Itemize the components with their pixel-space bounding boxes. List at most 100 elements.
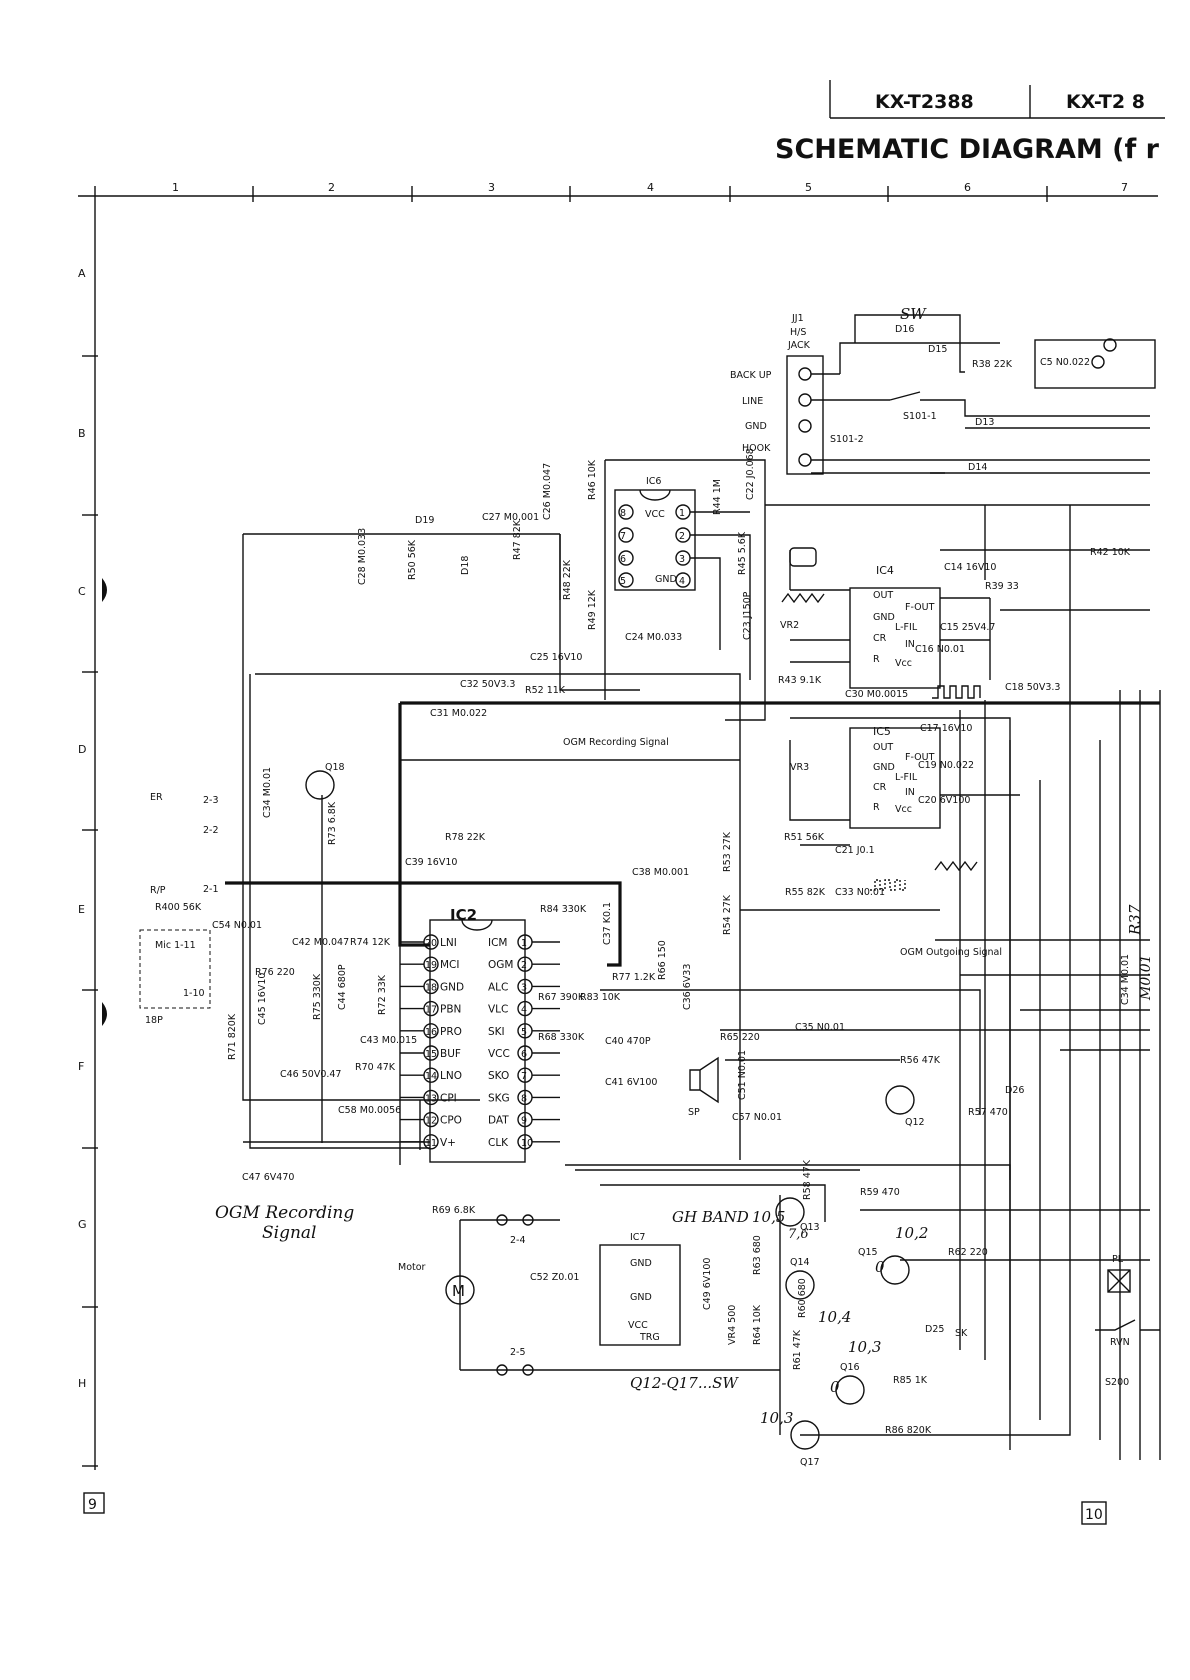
q12-label: Q12 — [905, 1117, 925, 1128]
mic-connector-box — [139, 929, 211, 1009]
c39-label: C39 16V10 — [405, 857, 457, 868]
mic-plug-label: 18P — [145, 1015, 163, 1026]
c34-label: C34 M0.01 — [1120, 954, 1131, 1005]
handwritten-q12-q17-sw: Q12-Q17...SW — [630, 1374, 739, 1392]
q17-label: Q17 — [800, 1457, 820, 1468]
r46-label: R46 10K — [587, 459, 598, 500]
r84-label: R78 22K — [445, 832, 486, 843]
handwritten-zero-q15: 0 — [875, 1258, 885, 1276]
r53-label: R53 27K — [722, 831, 733, 872]
page-number-right-box — [1081, 1501, 1107, 1525]
r78-label: R70 47K — [355, 1062, 396, 1073]
ic7-pin-trg: TRG — [639, 1332, 660, 1343]
col-label-3: 3 — [488, 181, 495, 194]
speaker-symbol — [689, 1056, 719, 1104]
jack-name-1: H/S — [790, 327, 806, 338]
q16-label: Q16 — [840, 1362, 860, 1373]
col-label-4: 4 — [647, 181, 654, 194]
c20-label: C18 50V3.3 — [1005, 682, 1060, 693]
r66-label: R64 10K — [752, 1304, 763, 1345]
grid-frame: 1 2 3 4 5 6 7 A B C D E F G H 9 10 — [78, 181, 1158, 1525]
r49-label: R49 12K — [587, 589, 598, 630]
r45-label: R45 5.6K — [737, 531, 748, 575]
ic4-pin-in: IN — [905, 639, 915, 650]
handwritten-signal: Signal — [262, 1223, 317, 1243]
q12-symbol — [885, 1085, 915, 1115]
page-number-left: 9 — [88, 1497, 97, 1513]
ic7-name: IC7 — [630, 1232, 645, 1243]
ic2-left-pin-number: 14 — [425, 1071, 437, 1082]
r58-label: R58 47K — [802, 1159, 813, 1200]
r72-label: R73 6.8K — [327, 801, 338, 845]
model-number-left: KX-T2388 — [875, 91, 974, 113]
col-label-2: 2 — [328, 181, 335, 194]
ic2-left-pin-label: PRO — [440, 1026, 462, 1038]
ic2-right-pin-number: 2 — [521, 960, 527, 971]
c28-label: C27 M0.001 — [482, 512, 539, 523]
binder-hole-top — [102, 578, 107, 602]
q18-label: Q18 — [325, 762, 345, 773]
r44-label: R44 1M — [712, 479, 723, 515]
ic4: IC4 OUT GND CR R F-OUT L-FIL IN Vcc R39 … — [778, 547, 1131, 700]
handwritten-voltage-q15: 10,2 — [895, 1224, 928, 1242]
c18-label: C19 N0.022 — [918, 760, 974, 771]
page-number-right: 10 — [1085, 1507, 1103, 1523]
vr2-label: VR2 — [780, 620, 799, 631]
c54-label: C54 N0.01 — [212, 920, 262, 931]
c45-label: C45 16V10 — [257, 973, 268, 1025]
d18-label: D18 — [460, 556, 471, 575]
q17-symbol — [790, 1420, 820, 1450]
motor-pin-2-5: 2-5 — [510, 1347, 526, 1358]
c41-label: C41 6V100 — [605, 1077, 657, 1088]
c47-label: C47 6V470 — [242, 1172, 294, 1183]
ic2-left-pin-label: PBN — [440, 1004, 461, 1016]
ic2-left-pin-number: 12 — [425, 1116, 437, 1127]
r69-label: R67 390K — [538, 992, 585, 1003]
jack-pin-gnd: GND — [745, 421, 767, 432]
q14-label: Q14 — [790, 1257, 810, 1268]
c40-label: C40 470P — [605, 1036, 651, 1047]
binder-hole-bottom — [102, 1002, 107, 1026]
hs-jack-jj1: JJ1 H/S JACK BACK UP LINE GND HOOK S101-… — [730, 305, 1156, 475]
c23-label: C22 J0.068 — [745, 448, 756, 500]
diode-d13: D13 — [975, 417, 994, 428]
r48-label: R48 22K — [562, 559, 573, 600]
q16-symbol — [835, 1375, 865, 1405]
ic2-left-pin-label: V+ — [440, 1137, 456, 1149]
rvn-label: RVN — [1110, 1337, 1130, 1348]
row-label-d: D — [78, 743, 86, 756]
r70-label: R68 330K — [538, 1032, 585, 1043]
jack-pin-backup: BACK UP — [730, 370, 772, 381]
ic2-right-pin-label: OGM — [488, 959, 513, 971]
model-number-right: KX-T2 8 — [1066, 91, 1145, 113]
diode-d16: D16 — [895, 324, 914, 335]
ic5-pin-r: R — [873, 802, 880, 813]
r54-label: R54 27K — [722, 894, 733, 935]
ic5-pin-fout: F-OUT — [905, 752, 935, 763]
ic2-left-pin-number: 20 — [425, 938, 437, 949]
ic4-pin-r: R — [873, 654, 880, 665]
r47-label: R47 82K — [512, 519, 523, 560]
svg-text:2: 2 — [679, 531, 685, 542]
c57-label: C57 N0.01 — [732, 1112, 782, 1123]
handwritten-r37: R37 — [1126, 904, 1144, 936]
ic2-left-pin-number: 15 — [425, 1049, 437, 1060]
r56-label: R56 47K — [900, 1055, 941, 1066]
ic2-body — [429, 919, 526, 1163]
mic-pin-1-10: 1-10 — [183, 988, 205, 999]
r75-label: R75 330K — [312, 973, 323, 1020]
c44-label: C44 680P — [337, 964, 348, 1010]
ic5-pin-in: IN — [905, 787, 915, 798]
r400-label: R400 56K — [155, 902, 202, 913]
ic7-pin-gnd-2: GND — [630, 1292, 652, 1303]
switch-s101-1: S101-1 — [903, 411, 937, 422]
vr3-label: VR3 — [790, 762, 809, 773]
left-labels: Q18 C34 M0.01 R73 6.8K ER R/P 2-3 2-2 2-… — [139, 762, 476, 1243]
c31-label: C32 50V3.3 — [460, 679, 515, 690]
c32-label: C34 M0.01 — [262, 767, 273, 818]
ic2-right-pin-number: 10 — [521, 1138, 533, 1149]
ic2-right-pin-number: 6 — [521, 1049, 527, 1060]
r71-label: R69 6.8K — [432, 1205, 476, 1216]
r59-label: R59 470 — [860, 1187, 900, 1198]
